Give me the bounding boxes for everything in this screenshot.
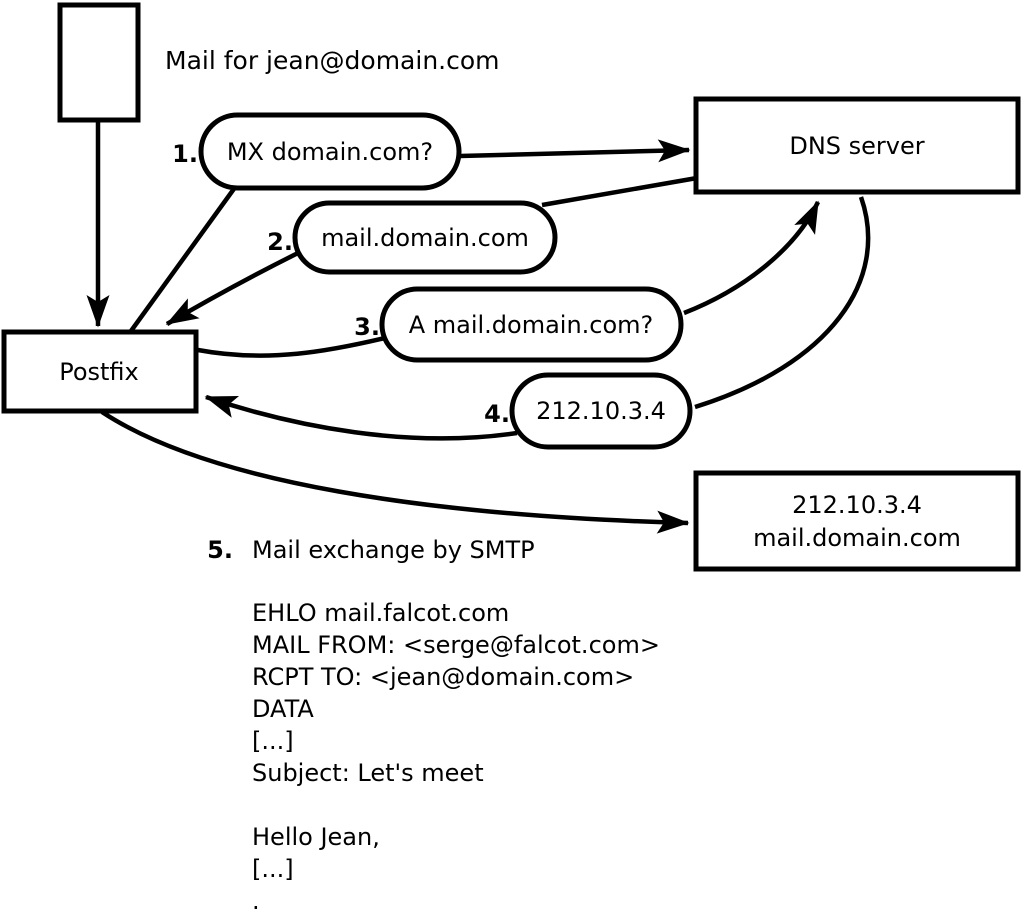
query-pill-3-label: A mail.domain.com? (409, 311, 654, 339)
response-pill-4 (509, 372, 693, 450)
smtp-line: MAIL FROM: <serge@falcot.com> (252, 631, 660, 659)
line-postfix-to-query3 (197, 335, 386, 358)
smtp-line: [...] (252, 855, 294, 883)
arrow-response4-to-postfix (204, 394, 518, 441)
line-dns-to-response4 (694, 196, 871, 410)
step-3-number: 3. (354, 313, 380, 341)
mail-server-host-label: mail.domain.com (753, 524, 961, 552)
smtp-session-text: EHLO mail.falcot.com MAIL FROM: <serge@f… (252, 599, 660, 915)
step-4-number: 4. (484, 400, 510, 428)
arrow-postfix-to-mailserver (100, 410, 690, 534)
response-pill-2 (292, 200, 558, 275)
arrow-query1-to-dns (459, 139, 691, 163)
smtp-line: RCPT TO: <jean@domain.com> (252, 663, 634, 691)
arrow-query3-to-dns (683, 200, 821, 316)
smtp-line: Hello Jean, (252, 823, 380, 851)
mail-server-ip-label: 212.10.3.4 (792, 491, 922, 519)
query-pill-1-label: MX domain.com? (227, 138, 433, 166)
step-5-number: 5. (207, 536, 233, 564)
query-pill-3 (379, 286, 684, 363)
postfix-label: Postfix (59, 358, 139, 386)
mail-server-box (693, 470, 1021, 572)
response-pill-2-label: mail.domain.com (321, 224, 529, 252)
step-5-label: Mail exchange by SMTP (252, 536, 535, 564)
smtp-line: Subject: Let's meet (252, 759, 484, 787)
dns-server-box (693, 96, 1021, 195)
line-postfix-to-query1 (129, 184, 238, 333)
arrow-response2-to-postfix (165, 250, 300, 326)
diagram-title: Mail for jean@domain.com (165, 46, 500, 75)
step-2-number: 2. (267, 228, 293, 256)
smtp-line: DATA (252, 695, 314, 723)
line-dns-to-response2 (541, 175, 698, 208)
query-pill-1 (198, 112, 462, 191)
response-pill-4-label: 212.10.3.4 (536, 397, 666, 425)
smtp-line: [...] (252, 727, 294, 755)
smtp-line: EHLO mail.falcot.com (252, 599, 509, 627)
mail-message-box (57, 2, 141, 123)
smtp-line: . (252, 887, 260, 915)
step-1-number: 1. (172, 140, 198, 168)
dns-server-label: DNS server (789, 132, 924, 160)
postfix-box (1, 329, 199, 414)
